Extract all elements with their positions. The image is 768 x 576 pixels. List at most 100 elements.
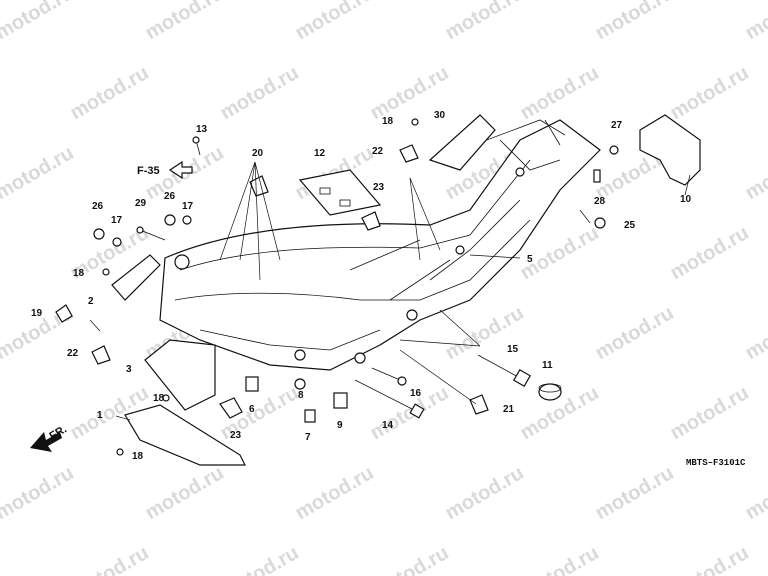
callout-18-mid: 18 [153,393,165,404]
reference-f35-label: F-35 [137,165,160,177]
callout-19: 19 [31,308,43,319]
part-30-bracket [428,114,496,171]
part-22b-clip [91,345,111,365]
part-18c-bolt [162,394,170,402]
watermark-text: motod.ru [292,462,378,524]
callout-23-upper: 23 [373,182,385,193]
watermark-text: motod.ru [667,382,753,444]
part-23b-clip [219,397,243,419]
callout-14: 14 [382,420,394,431]
part-21-clip [469,394,489,415]
part-26b-nut [164,214,176,226]
leader-lines [89,161,691,421]
callout-8: 8 [298,390,304,401]
watermark-text: motod.ru [142,0,228,44]
callout-20: 20 [252,148,264,159]
callout-27: 27 [611,120,623,131]
part-18d-bolt [116,448,124,456]
callout-25: 25 [624,220,636,231]
part-9-bushing [333,392,348,409]
watermark-text: motod.ru [0,462,78,524]
part-8-nut [294,378,306,390]
watermark-text: motod.ru [217,542,303,576]
callout-22-lower: 22 [67,348,79,359]
part-19-clip [55,304,73,323]
part-18a-bolt [102,268,110,276]
watermark-text: motod.ru [517,62,603,124]
part-28-bolt [593,169,601,183]
arrow-front-icon [30,432,62,452]
watermark-text: motod.ru [517,542,603,576]
watermark-text: motod.ru [442,462,528,524]
watermark-text: motod.ru [292,0,378,44]
watermark-text: motod.ru [742,142,768,204]
part-7-nut [304,409,316,423]
watermark-text: motod.ru [667,62,753,124]
watermark-text: motod.ru [592,302,678,364]
reference-f35[interactable]: F-35 [137,160,193,180]
part-3-plate [144,339,216,411]
watermark-text: motod.ru [592,0,678,44]
watermark-text: motod.ru [742,0,768,44]
callout-28: 28 [594,196,606,207]
callout-26-mid: 26 [164,191,176,202]
part-1-panel [124,404,246,466]
arrow-left-icon [168,160,193,180]
callout-16: 16 [410,388,422,399]
part-14-bolt [354,379,425,419]
callout-18-left: 18 [73,268,85,279]
watermark-text: motod.ru [442,0,528,44]
part-16-bolt [371,367,407,386]
callout-15: 15 [507,344,519,355]
part-6-bushing [245,376,259,392]
part-20-clip [249,175,269,197]
part-2-bracket [111,254,161,301]
callout-22-upper: 22 [372,146,384,157]
part-10-rear-bracket [639,114,701,186]
watermark-text: motod.ru [592,462,678,524]
callout-18-upper: 18 [382,116,394,127]
callout-30: 30 [434,110,446,121]
callout-17-left: 17 [111,215,123,226]
part-23a-clip [361,211,381,231]
callout-26-left: 26 [92,201,104,212]
callout-17-mid: 17 [182,201,194,212]
front-direction-indicator: FR. [30,423,69,452]
front-direction-label: FR. [48,423,69,442]
callout-18-bottom: 18 [132,451,144,462]
callout-11: 11 [542,360,553,371]
main-frame [159,119,601,371]
callout-21: 21 [503,404,515,415]
part-17b-washer [182,215,192,225]
callout-12: 12 [314,148,326,159]
callout-29: 29 [135,198,147,209]
watermark-text: motod.ru [367,542,453,576]
watermark-text: motod.ru [742,462,768,524]
callout-6: 6 [249,404,255,415]
watermark-text: motod.ru [667,542,753,576]
part-17a-washer [112,237,122,247]
watermark-text: motod.ru [0,142,78,204]
watermark-text: motod.ru [742,302,768,364]
callout-labels: 13 20 12 18 30 22 23 27 28 10 25 5 26 17… [31,110,692,462]
watermark-text: motod.ru [142,462,228,524]
watermark-text: motod.ru [0,0,78,44]
part-27-bolt [609,145,619,155]
callout-10: 10 [680,194,692,205]
callout-7: 7 [305,432,311,443]
callout-13: 13 [196,124,208,135]
part-15-bolt [477,354,532,388]
part-13-bolt [192,136,201,156]
watermark-text: motod.ru [67,542,153,576]
callout-9: 9 [337,420,343,431]
part-12-cover-plate [298,169,382,216]
watermark-text: motod.ru [0,222,3,284]
watermark-text: motod.ru [67,62,153,124]
callout-5: 5 [527,254,533,265]
part-26a-nut [93,228,105,240]
callout-1: 1 [97,410,103,421]
watermark-text: motod.ru [667,222,753,284]
callout-2: 2 [88,296,94,307]
